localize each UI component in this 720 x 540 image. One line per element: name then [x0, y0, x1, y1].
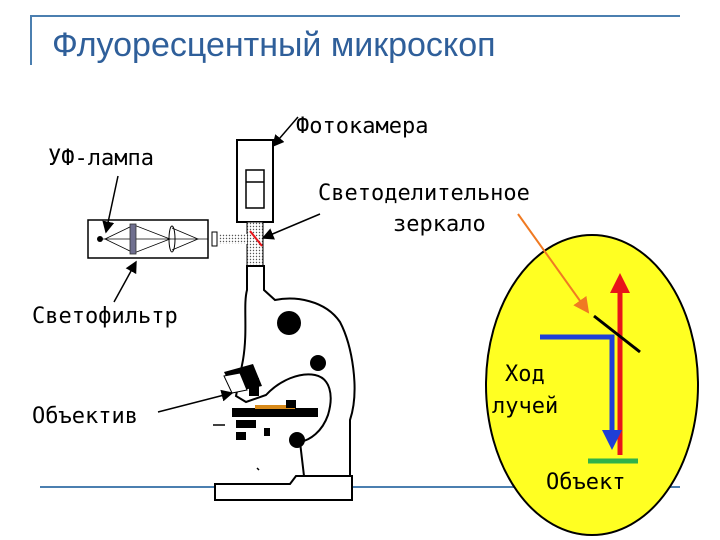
- camera-pointer: [272, 116, 299, 148]
- mirror-label-line1: Светоделительное: [318, 181, 530, 206]
- uv-lamp-label: УФ-лампа: [48, 146, 154, 171]
- light-filter: [211, 231, 218, 247]
- objective-pointer: [157, 389, 234, 413]
- beam-path-ellipse: [485, 234, 699, 536]
- filter-label: Светофильтр: [32, 304, 178, 329]
- objective-label: Объектив: [32, 404, 138, 429]
- lamp-pointer: [102, 175, 119, 234]
- beam-path-label-line1: Ход: [505, 362, 545, 387]
- objective-lens: [223, 372, 248, 394]
- focus-knob-upper: [277, 311, 301, 335]
- frame-top-line: [30, 15, 680, 17]
- splitter-pointer: [261, 213, 321, 240]
- microscope-base: [214, 475, 353, 501]
- blue-ray: [540, 334, 622, 450]
- focus-knob-middle: [310, 355, 326, 371]
- dichroic-mirror: [593, 314, 641, 354]
- focus-knob-lower: [289, 432, 305, 448]
- slide-specimen: [255, 405, 295, 409]
- filter-pointer: [113, 260, 137, 303]
- lamp-lens: [129, 223, 137, 255]
- microscope-stage: [232, 408, 318, 417]
- beam-splitter-mark: [249, 230, 263, 247]
- beam-path-label-line2: лучей: [492, 394, 559, 419]
- frame-left-line: [30, 15, 32, 65]
- mirror-pointer: [517, 213, 590, 314]
- slide-title: Флуоресцентный микроскоп: [52, 26, 496, 64]
- condenser: [236, 420, 256, 428]
- camera-label: Фотокамера: [296, 114, 429, 139]
- mirror-label-line2: зеркало: [393, 212, 486, 237]
- camera-window: [245, 169, 265, 209]
- object-label: Объект: [546, 470, 626, 495]
- frame-bottom-line: [40, 486, 680, 488]
